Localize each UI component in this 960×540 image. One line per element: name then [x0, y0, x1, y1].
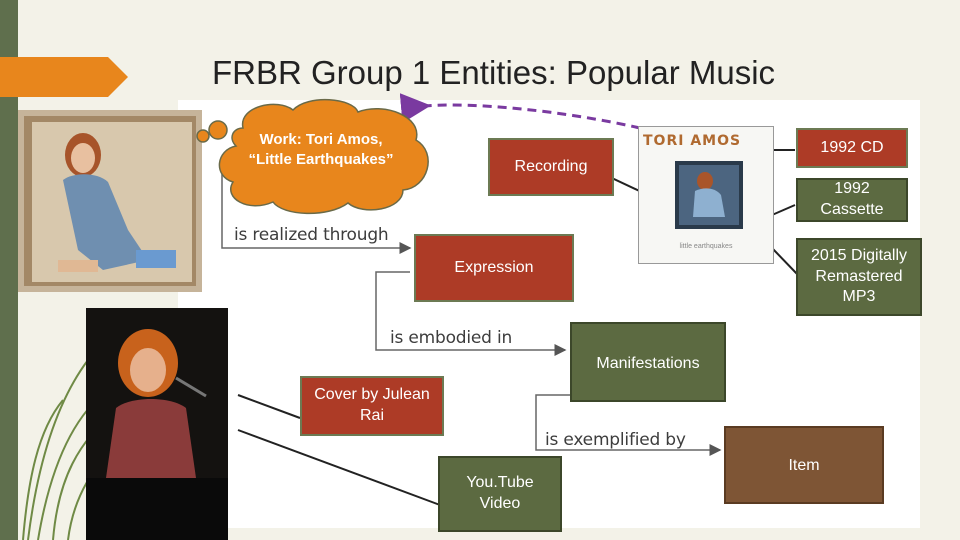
entity-expression: Expression: [414, 234, 574, 302]
album-cover-artist-text: TORI AMOS: [643, 133, 742, 149]
expression-cover-label: Cover by Julean Rai: [314, 386, 430, 424]
expression-cover: Cover by Julean Rai: [300, 376, 444, 436]
entity-item: Item: [724, 426, 884, 504]
album-cover: TORI AMOS little earthquakes: [638, 126, 774, 264]
manifestation-cd-label: 1992 CD: [820, 138, 884, 156]
photo-artist-box: [18, 110, 202, 292]
photo-artist-piano: [86, 308, 228, 540]
manifestation-cassette-label: 1992 Cassette: [820, 180, 884, 218]
relationship-realized-label: is realized through: [234, 225, 389, 245]
left-accent-bar: [0, 0, 18, 540]
manifestation-cd: 1992 CD: [796, 128, 908, 168]
work-callout-cloud: [196, 99, 429, 215]
entity-recording-label: Recording: [514, 157, 588, 175]
entity-recording: Recording: [488, 138, 614, 196]
manifestation-cassette: 1992 Cassette: [796, 178, 908, 222]
entity-item-label: Item: [788, 457, 820, 474]
manifestation-mp3: 2015 Digitally Remastered MP3: [796, 238, 922, 316]
album-cover-photo: [675, 161, 743, 229]
entity-expression-label: Expression: [454, 258, 534, 276]
slide-title: FRBR Group 1 Entities: Popular Music: [212, 54, 776, 91]
entity-manifestations: Manifestations: [570, 322, 726, 402]
work-callout-label: Work: Tori Amos, “Little Earthquakes”: [248, 131, 394, 168]
expression-youtube: You.Tube Video: [438, 456, 562, 532]
relationship-exemplified-label: is exemplified by: [545, 430, 686, 450]
expression-youtube-label: You.Tube Video: [466, 474, 534, 512]
album-cover-subtitle: little earthquakes: [679, 243, 733, 250]
manifestation-mp3-label: 2015 Digitally Remastered MP3: [810, 246, 908, 306]
relationship-embodied-label: is embodied in: [390, 328, 513, 348]
title-arrow-tab: [0, 57, 128, 97]
entity-manifestations-label: Manifestations: [596, 355, 700, 372]
